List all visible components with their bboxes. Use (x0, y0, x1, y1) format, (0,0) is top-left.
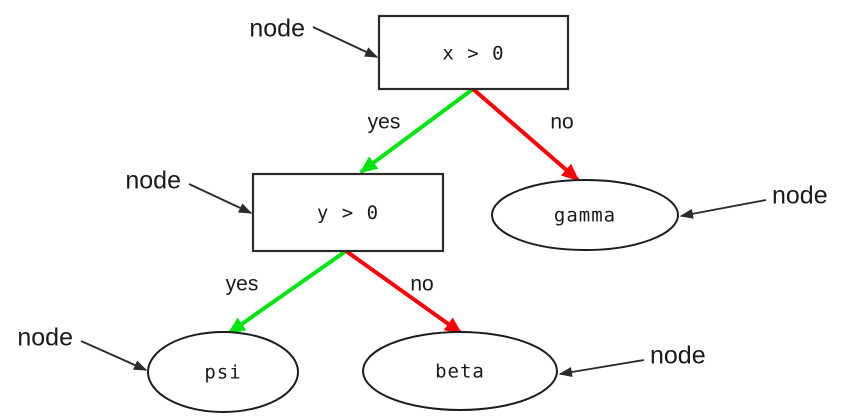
annotation-root: node (249, 15, 379, 58)
decision-node-child[interactable]: y > 0 (251, 172, 445, 253)
decision-node-root[interactable]: x > 0 (377, 14, 570, 91)
leaf-node-psi[interactable]: psi (147, 331, 299, 413)
annotation-beta: node (558, 342, 706, 378)
annotation-child: node (125, 167, 253, 214)
annotation-psi: node (17, 324, 148, 371)
decision-node-root-label: x > 0 (442, 43, 504, 65)
annotation-beta-pointer (558, 359, 645, 378)
decision-node-root-box[interactable] (377, 14, 570, 91)
branch-root-no-line (471, 87, 580, 182)
leaf-node-psi-ellipse[interactable] (147, 331, 299, 413)
annotation-psi-pointer (80, 340, 148, 371)
leaf-node-beta-label: beta (435, 361, 485, 383)
annotation-psi-label: node (17, 324, 73, 352)
annotation-root-pointer (312, 26, 379, 58)
annotation-gamma-label: node (772, 182, 828, 210)
branch-label-child-no: no (410, 273, 433, 296)
branch-label-root-yes: yes (368, 111, 401, 134)
leaf-node-beta[interactable]: beta (362, 331, 558, 411)
branch-label-root-no: no (550, 111, 573, 134)
decision-node-child-box[interactable] (251, 172, 445, 253)
leaf-node-psi-label: psi (204, 362, 241, 384)
branch-child-yes-line (227, 249, 348, 335)
leaf-node-beta-ellipse[interactable] (362, 331, 558, 411)
annotation-child-label: node (125, 167, 181, 195)
branch-edges (227, 87, 580, 335)
branch-label-child-yes: yes (226, 273, 259, 296)
leaf-node-gamma[interactable]: gamma (491, 179, 679, 251)
annotation-child-pointer (188, 183, 253, 214)
decision-node-child-label: y > 0 (317, 202, 379, 224)
branch-labels: yes no yes no (226, 111, 574, 296)
branch-root-yes-line (359, 87, 475, 174)
leaf-node-gamma-ellipse[interactable] (491, 179, 679, 251)
annotation-gamma-pointer (679, 199, 767, 219)
branch-child-no-line (344, 249, 463, 335)
annotation-beta-label: node (650, 342, 706, 370)
annotation-root-label: node (249, 15, 305, 43)
leaf-node-gamma-label: gamma (554, 205, 616, 227)
annotation-gamma: node (679, 182, 828, 219)
